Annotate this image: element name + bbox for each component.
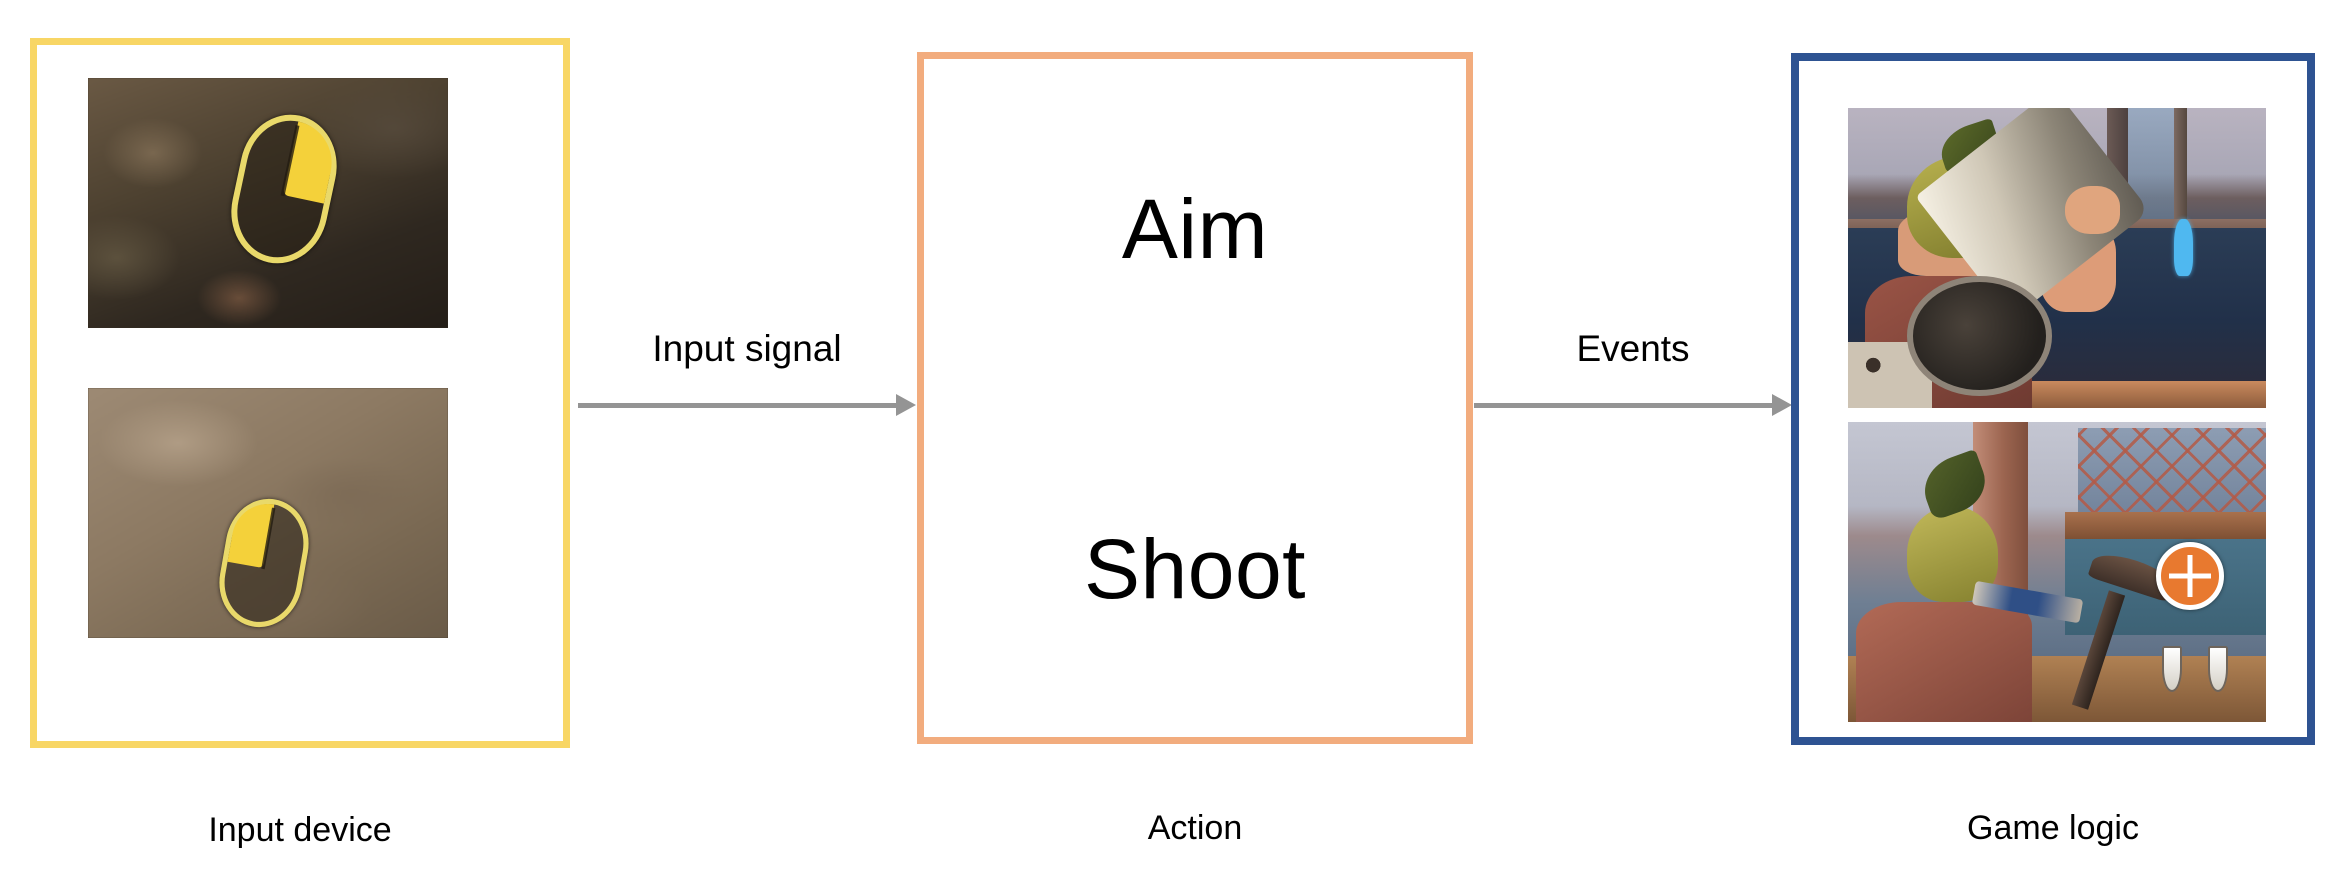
caption-action: Action (1147, 809, 1243, 847)
wooden-plank (2065, 512, 2266, 539)
thumbnail-character-shooting (1848, 422, 2266, 722)
arrow-shaft (578, 402, 897, 408)
arrow-head-icon (1772, 394, 1792, 416)
action-item-shoot: Shoot (1083, 522, 1306, 616)
game-scene-aiming (1848, 108, 2266, 408)
crosshair-icon (2156, 542, 2225, 610)
game-scene-shooting (1848, 422, 2266, 722)
thumbnail-mouse-right-button (88, 78, 448, 328)
character-hand (2065, 186, 2120, 234)
edge-label-input-signal: Input signal (652, 328, 842, 369)
edge-label-events: Events (1576, 328, 1690, 369)
action-node: Aim Shoot (917, 52, 1473, 744)
arrow-input-signal (578, 390, 916, 420)
character-satchel (1906, 276, 2053, 396)
wooden-post (2174, 108, 2187, 234)
arrow-shaft (1474, 402, 1773, 408)
nail-ammo-pip (2162, 646, 2183, 692)
action-item-aim: Aim (1121, 182, 1269, 276)
arrow-events (1474, 390, 1792, 420)
caption-input-device: Input device (208, 811, 392, 849)
arrow-head-icon (896, 394, 916, 416)
thumbnail-character-aiming (1848, 108, 2266, 408)
character-body (1856, 602, 2032, 722)
nail-ammo-pip (2208, 646, 2229, 692)
caption-game-logic: Game logic (1967, 809, 2139, 847)
thumbnail-mouse-left-button (88, 388, 448, 638)
target-highlight-marker (2174, 219, 2194, 276)
